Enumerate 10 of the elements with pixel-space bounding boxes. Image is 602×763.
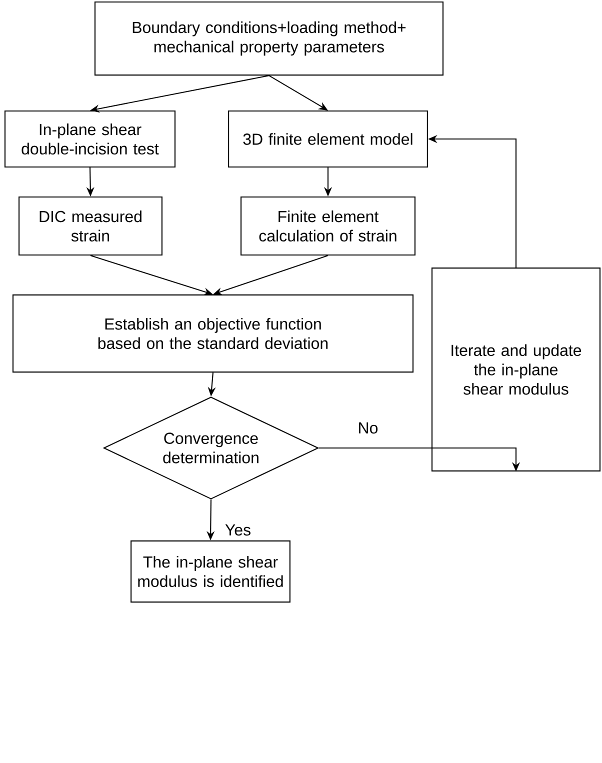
process-box: 3D finite element model: [228, 110, 428, 168]
edge-label: No: [356, 421, 380, 435]
edge-label: Yes: [224, 523, 252, 537]
process-box: DIC measured strain: [18, 196, 162, 256]
process-box: Finite element calculation of strain: [240, 196, 416, 256]
process-box: Establish an objective function based on the standard deviation: [12, 294, 414, 373]
process-box: The in-plane shear modulus is identified: [130, 540, 290, 603]
process-box: Iterate and update the in-plane shear modulus: [431, 268, 601, 472]
process-box: Boundary conditions+loading method+ mechanical property parameters: [94, 1, 444, 76]
process-box: In-plane shear double-incision test: [4, 110, 176, 168]
